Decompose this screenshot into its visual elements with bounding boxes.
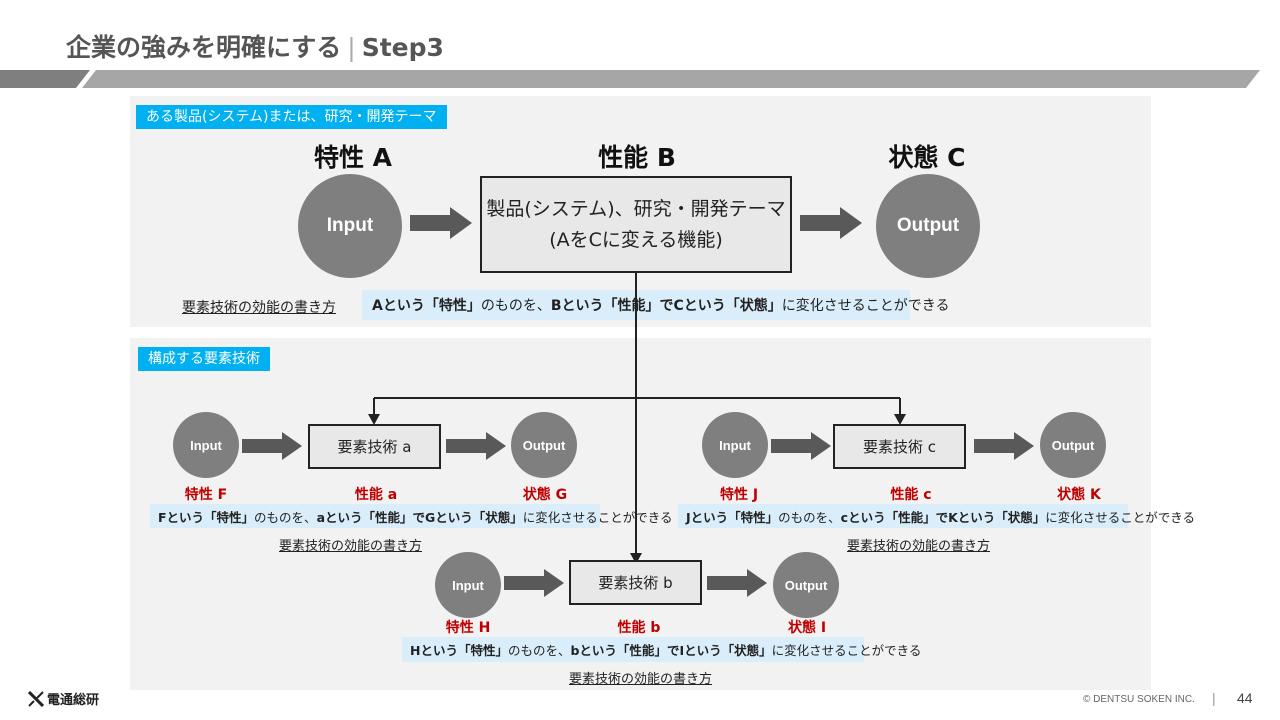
element-b-output-circle: Output bbox=[773, 552, 839, 618]
statement-segment: Fという「特性」 bbox=[158, 509, 255, 525]
element-a-output-label: Output bbox=[522, 437, 566, 453]
element-b-label-state: 状態 I bbox=[787, 620, 827, 636]
footer-logo-text: 電通総研 bbox=[47, 693, 100, 708]
element-b-input-label: Input bbox=[452, 577, 484, 593]
elements-tag: 構成する要素技術 bbox=[138, 347, 270, 371]
element-c-box: 要素技術 c bbox=[833, 424, 966, 469]
element-b-arrow-in bbox=[504, 569, 564, 597]
element-a-output-circle: Output bbox=[511, 412, 577, 478]
element-c-label-performance: 性能 c bbox=[890, 487, 932, 503]
element-c-input-circle: Input bbox=[702, 412, 768, 478]
statement-segment: Jという「特性」 bbox=[686, 509, 779, 525]
element-c-label-characteristic: 特性 J bbox=[719, 487, 759, 503]
element-a-input-circle: Input bbox=[173, 412, 239, 478]
element-c-arrow-in bbox=[771, 432, 831, 460]
element-b-input-circle: Input bbox=[435, 552, 501, 618]
main-output-circle: Output bbox=[876, 174, 980, 278]
statement-segment: でKという「状態」 bbox=[935, 509, 1046, 525]
footer-logo: 電通総研 bbox=[28, 689, 99, 708]
element-b-label-characteristic: 特性 H bbox=[445, 620, 491, 636]
element-a-howto: 要素技術の効能の書き方 bbox=[279, 539, 423, 554]
element-c-statement-text: Jという「特性」のものを、cという「性能」でKという「状態」に変化させることがで… bbox=[686, 507, 1195, 526]
statement-segment: でGという「状態」 bbox=[412, 509, 523, 525]
statement-segment: でCという「状態」 bbox=[659, 298, 782, 314]
dentsu-soken-x-mark-icon bbox=[28, 690, 44, 707]
heading-characteristic-a: 特性 A bbox=[313, 143, 393, 172]
statement-segment: Bという「性能」 bbox=[550, 298, 660, 314]
statement-segment: cという「性能」 bbox=[840, 509, 936, 525]
element-a-box: 要素技術 a bbox=[308, 424, 441, 469]
statement-segment: に変化させることができる bbox=[781, 298, 950, 314]
element-b-howto: 要素技術の効能の書き方 bbox=[569, 672, 713, 687]
main-box-line1: 製品(システム)、研究・開発テーマ bbox=[486, 197, 786, 220]
statement-segment: に変化させることができる bbox=[771, 643, 922, 658]
page-number: 44 bbox=[1237, 690, 1253, 706]
page-step: Step3 bbox=[361, 33, 444, 62]
statement-segment: のものを、 bbox=[254, 509, 317, 525]
statement-segment: のものを、 bbox=[480, 298, 551, 314]
element-b-output-label: Output bbox=[784, 577, 828, 593]
main-statement-text: Aという「特性」のものを、Bという「性能」でCという「状態」に変化させることがで… bbox=[372, 295, 950, 315]
element-c-statement: Jという「特性」のものを、cという「性能」でKという「状態」に変化させることがで… bbox=[678, 504, 1195, 528]
element-a-box-label: 要素技術 a bbox=[337, 438, 412, 456]
element-c-output-circle: Output bbox=[1040, 412, 1106, 478]
element-c-output-label: Output bbox=[1051, 437, 1095, 453]
element-b-arrow-out bbox=[707, 569, 767, 597]
element-a-arrow-in bbox=[242, 432, 302, 460]
main-arrow-left bbox=[410, 207, 472, 239]
main-input-label: Input bbox=[326, 215, 374, 236]
element-b-box-label: 要素技術 b bbox=[598, 574, 673, 592]
statement-segment: のものを、 bbox=[507, 643, 571, 658]
element-a-label-characteristic: 特性 F bbox=[184, 487, 228, 503]
element-a-label-performance: 性能 a bbox=[354, 487, 398, 503]
statement-segment: のものを、 bbox=[778, 509, 841, 525]
element-c-arrow-out bbox=[974, 432, 1034, 460]
element-c-howto: 要素技術の効能の書き方 bbox=[847, 539, 991, 554]
statement-segment: に変化させることができる bbox=[1045, 509, 1196, 525]
element-a-input-label: Input bbox=[190, 437, 222, 453]
heading-performance-b: 性能 B bbox=[598, 143, 676, 172]
main-product-box: 製品(システム)、研究・開発テーマ (AをCに変える機能) bbox=[480, 176, 792, 273]
page-title: 企業の強みを明確にする|Step3 bbox=[66, 28, 444, 64]
statement-segment: でIという「状態」 bbox=[666, 643, 772, 658]
main-output-label: Output bbox=[896, 215, 960, 236]
page-title-text: 企業の強みを明確にする bbox=[66, 33, 342, 62]
element-a-label-state: 状態 G bbox=[522, 487, 568, 503]
footer-copyright: © DENTSU SOKEN INC. bbox=[1083, 694, 1195, 705]
statement-segment: に変化させることができる bbox=[522, 509, 673, 525]
element-a-statement: Fという「特性」のものを、aという「性能」でGという「状態」に変化させることがで… bbox=[150, 504, 673, 528]
main-box-line2: (AをCに変える機能) bbox=[549, 228, 723, 251]
element-c-label-state: 状態 K bbox=[1057, 487, 1101, 503]
element-c-input-label: Input bbox=[719, 437, 751, 453]
statement-segment: aという「性能」 bbox=[316, 509, 413, 525]
statement-segment: Aという「特性」 bbox=[372, 298, 481, 314]
statement-segment: Hという「特性」 bbox=[410, 643, 508, 658]
footer-separator: | bbox=[1212, 690, 1216, 706]
main-howto-label: 要素技術の効能の書き方 bbox=[182, 300, 336, 316]
main-arrow-right bbox=[800, 207, 862, 239]
product-tag: ある製品(システム)または、研究・開発テーマ bbox=[136, 105, 447, 129]
title-separator: | bbox=[347, 33, 356, 62]
element-a-arrow-out bbox=[446, 432, 506, 460]
element-c-box-label: 要素技術 c bbox=[862, 438, 936, 456]
element-b-statement: Hという「特性」のものを、bという「性能」でIという「状態」に変化させることがで… bbox=[402, 637, 921, 662]
statement-segment: bという「性能」 bbox=[570, 643, 667, 658]
element-a-statement-text: Fという「特性」のものを、aという「性能」でGという「状態」に変化させることがで… bbox=[158, 507, 673, 526]
main-input-circle: Input bbox=[298, 174, 402, 278]
title-underline-bar bbox=[0, 70, 1260, 88]
heading-state-c: 状態 C bbox=[888, 143, 966, 172]
element-b-statement-text: Hという「特性」のものを、bという「性能」でIという「状態」に変化させることがで… bbox=[410, 640, 921, 659]
element-b-label-performance: 性能 b bbox=[617, 620, 661, 636]
element-b-box: 要素技術 b bbox=[569, 560, 702, 605]
